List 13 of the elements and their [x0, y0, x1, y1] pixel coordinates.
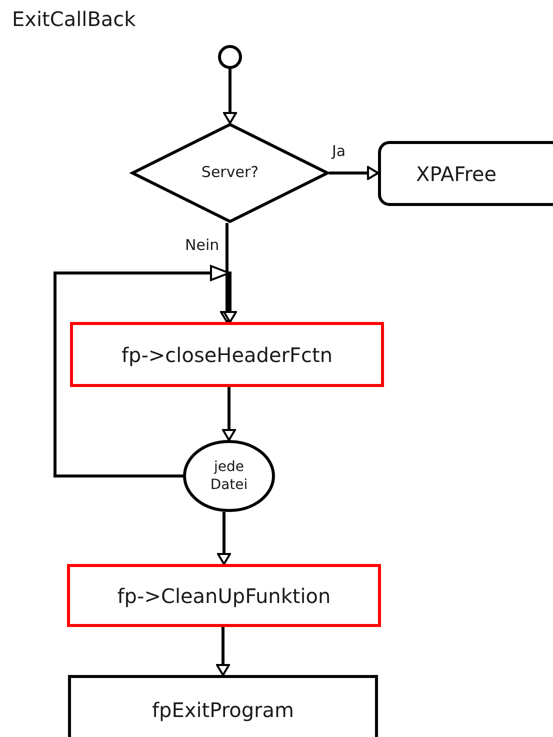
arrow [216, 627, 230, 676]
arrow [222, 387, 236, 441]
arrow [217, 512, 231, 565]
diagram-title: ExitCallBack [12, 7, 136, 31]
node-label: Server? [201, 163, 259, 183]
edge-label: Ja [331, 143, 347, 160]
node-label: jede Datei [209, 458, 249, 494]
node-label: fpExitProgram [152, 697, 294, 723]
node-label: XPAFree [416, 160, 497, 186]
arrow [329, 166, 379, 180]
arrow [223, 69, 237, 124]
node-label: fp->CleanUpFunktion [117, 582, 331, 608]
node-label: fp->closeHeaderFctn [121, 342, 333, 368]
